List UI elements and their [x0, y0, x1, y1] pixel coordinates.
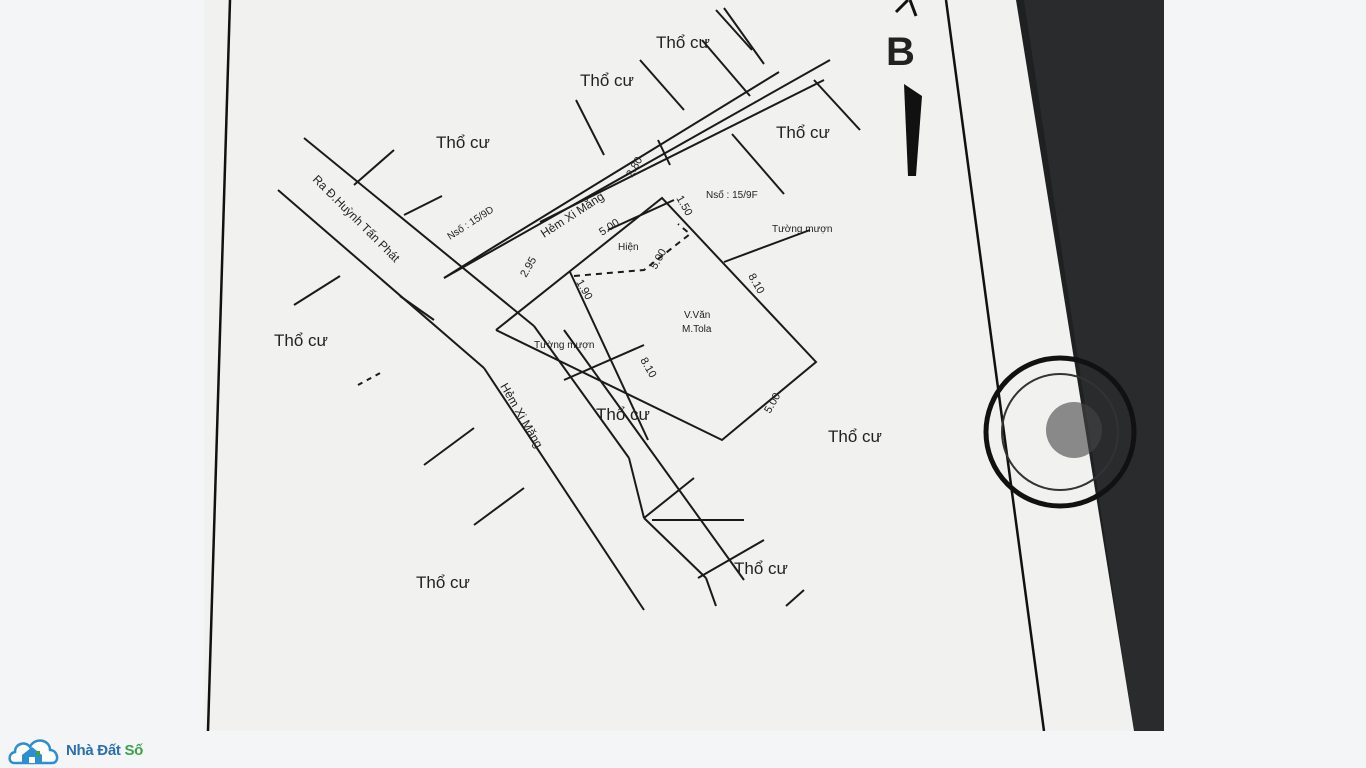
brand-accent-text: Số [124, 741, 144, 759]
borrowed-wall-label: Tường mượn [534, 340, 594, 351]
residential-label: Thổ cư [580, 71, 634, 90]
residential-label: Thổ cư [436, 133, 490, 152]
residential-label: Thổ cư [416, 573, 470, 592]
brand-watermark: Nhà Đất Số [6, 733, 143, 767]
current-label: Hiện [618, 242, 639, 253]
borrowed-wall-label: Tường mượn [772, 224, 832, 235]
residential-label: Thổ cư [274, 331, 328, 350]
owner-label-line1: V.Văn [684, 310, 710, 321]
residential-label: Thổ cư [776, 123, 830, 142]
residential-label: Thổ cư [656, 33, 710, 52]
land-plan-photo: B Thổ cư Thổ cư Thổ cư Thổ cư Thổ cư Thổ… [204, 0, 1164, 731]
owner-label-line2: M.Tola [682, 324, 712, 335]
north-arrow-icon [894, 0, 922, 176]
brand-text: Nhà Đất [66, 741, 125, 759]
north-label: B [886, 30, 915, 74]
residential-label: Thổ cư [596, 405, 650, 424]
official-stamp [983, 355, 1137, 509]
house-number-right: Nsố : 15/9F [706, 189, 758, 201]
paper-sheet [204, 0, 1134, 731]
residential-label: Thổ cư [734, 559, 788, 578]
house-cloud-icon [8, 739, 59, 765]
residential-label: Thổ cư [828, 427, 882, 446]
